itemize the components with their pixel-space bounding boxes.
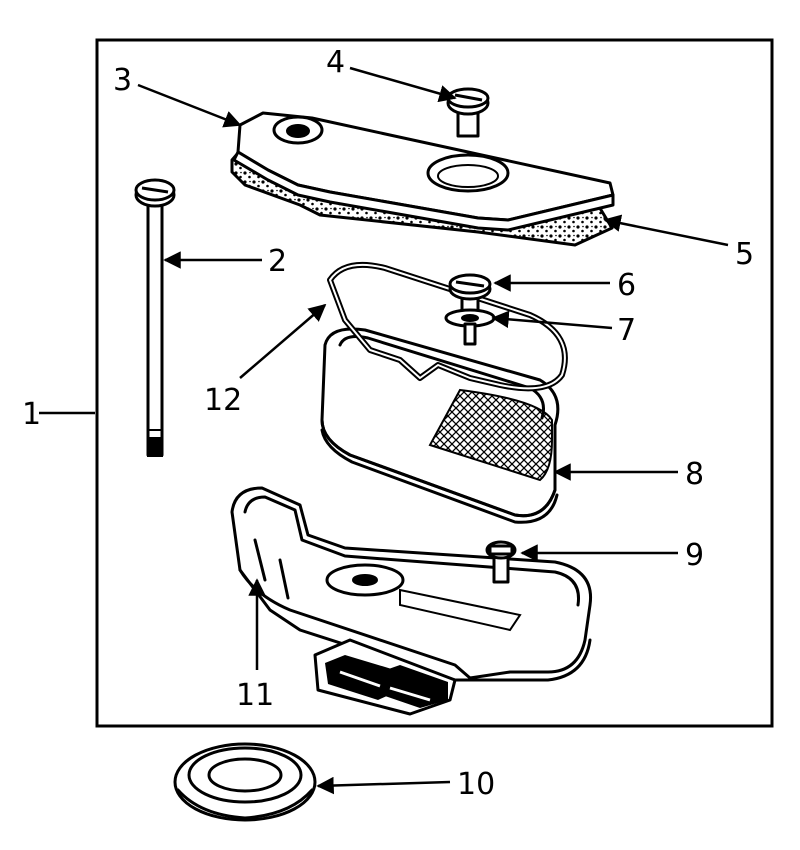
assembly-frame — [95, 38, 774, 728]
callout-6: 6 — [617, 268, 636, 303]
callout-9: 9 — [685, 538, 704, 573]
callout-11: 11 — [236, 678, 274, 713]
air-cleaner-base — [230, 486, 593, 716]
callout-5: 5 — [735, 237, 754, 272]
long-bolt — [134, 178, 176, 457]
callout-4: 4 — [326, 45, 345, 80]
filter-washer — [444, 308, 496, 346]
cover-screw — [446, 87, 490, 138]
leader-lines — [39, 66, 729, 795]
grommet-seal — [173, 742, 317, 822]
callout-12: 12 — [204, 383, 242, 418]
callout-3: 3 — [113, 63, 132, 98]
callout-10: 10 — [457, 767, 495, 802]
paper-filter-element — [320, 327, 560, 524]
callout-2: 2 — [268, 244, 287, 279]
filter-gasket — [327, 261, 568, 392]
callout-7: 7 — [617, 313, 636, 348]
callout-8: 8 — [685, 457, 704, 492]
air-cleaner-cover — [232, 111, 615, 232]
callout-1: 1 — [22, 397, 41, 432]
base-stud — [485, 540, 517, 584]
